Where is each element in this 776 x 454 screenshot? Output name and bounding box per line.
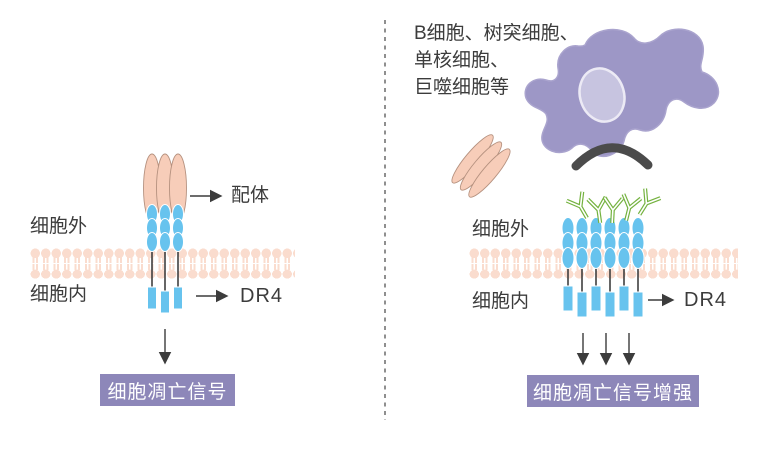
cell-contact-arc-icon <box>571 143 653 171</box>
left-cell-membrane <box>30 248 295 279</box>
right-intracellular-label: 细胞内 <box>472 291 530 312</box>
right-extracellular-label: 细胞外 <box>472 219 530 240</box>
left-extracellular-label: 细胞外 <box>30 216 88 237</box>
cell-types-line: 单核细胞、 <box>414 50 510 71</box>
right-dr4-label: DR4 <box>684 289 728 311</box>
cell-types-line: 巨噬细胞等 <box>414 77 510 98</box>
free-ligand-trimer-icon <box>451 134 511 198</box>
immune-cell-icon <box>524 28 720 158</box>
left-dr4-label: DR4 <box>240 285 284 307</box>
left-ligand-trimer-icon <box>143 153 187 223</box>
apoptosis-signal-box: 细胞凋亡信号 <box>100 374 235 406</box>
left-intracellular-label: 细胞内 <box>30 284 88 305</box>
cell-nucleus-icon <box>578 67 626 123</box>
right-receptor-chains-icon <box>561 216 645 318</box>
right-apoptosis-arrows-icon <box>576 333 636 366</box>
cell-types-caption: B细胞、树突细胞、 单核细胞、 巨噬细胞等 <box>414 20 579 101</box>
right-cell-membrane <box>469 248 738 279</box>
ligand-label: 配体 <box>231 185 270 206</box>
panel-divider <box>384 20 386 420</box>
apoptosis-signal-enhanced-box: 细胞凋亡信号增强 <box>527 375 699 407</box>
left-receptor-chains-icon <box>145 203 185 314</box>
cell-types-line: B细胞、树突细胞、 <box>414 23 579 44</box>
